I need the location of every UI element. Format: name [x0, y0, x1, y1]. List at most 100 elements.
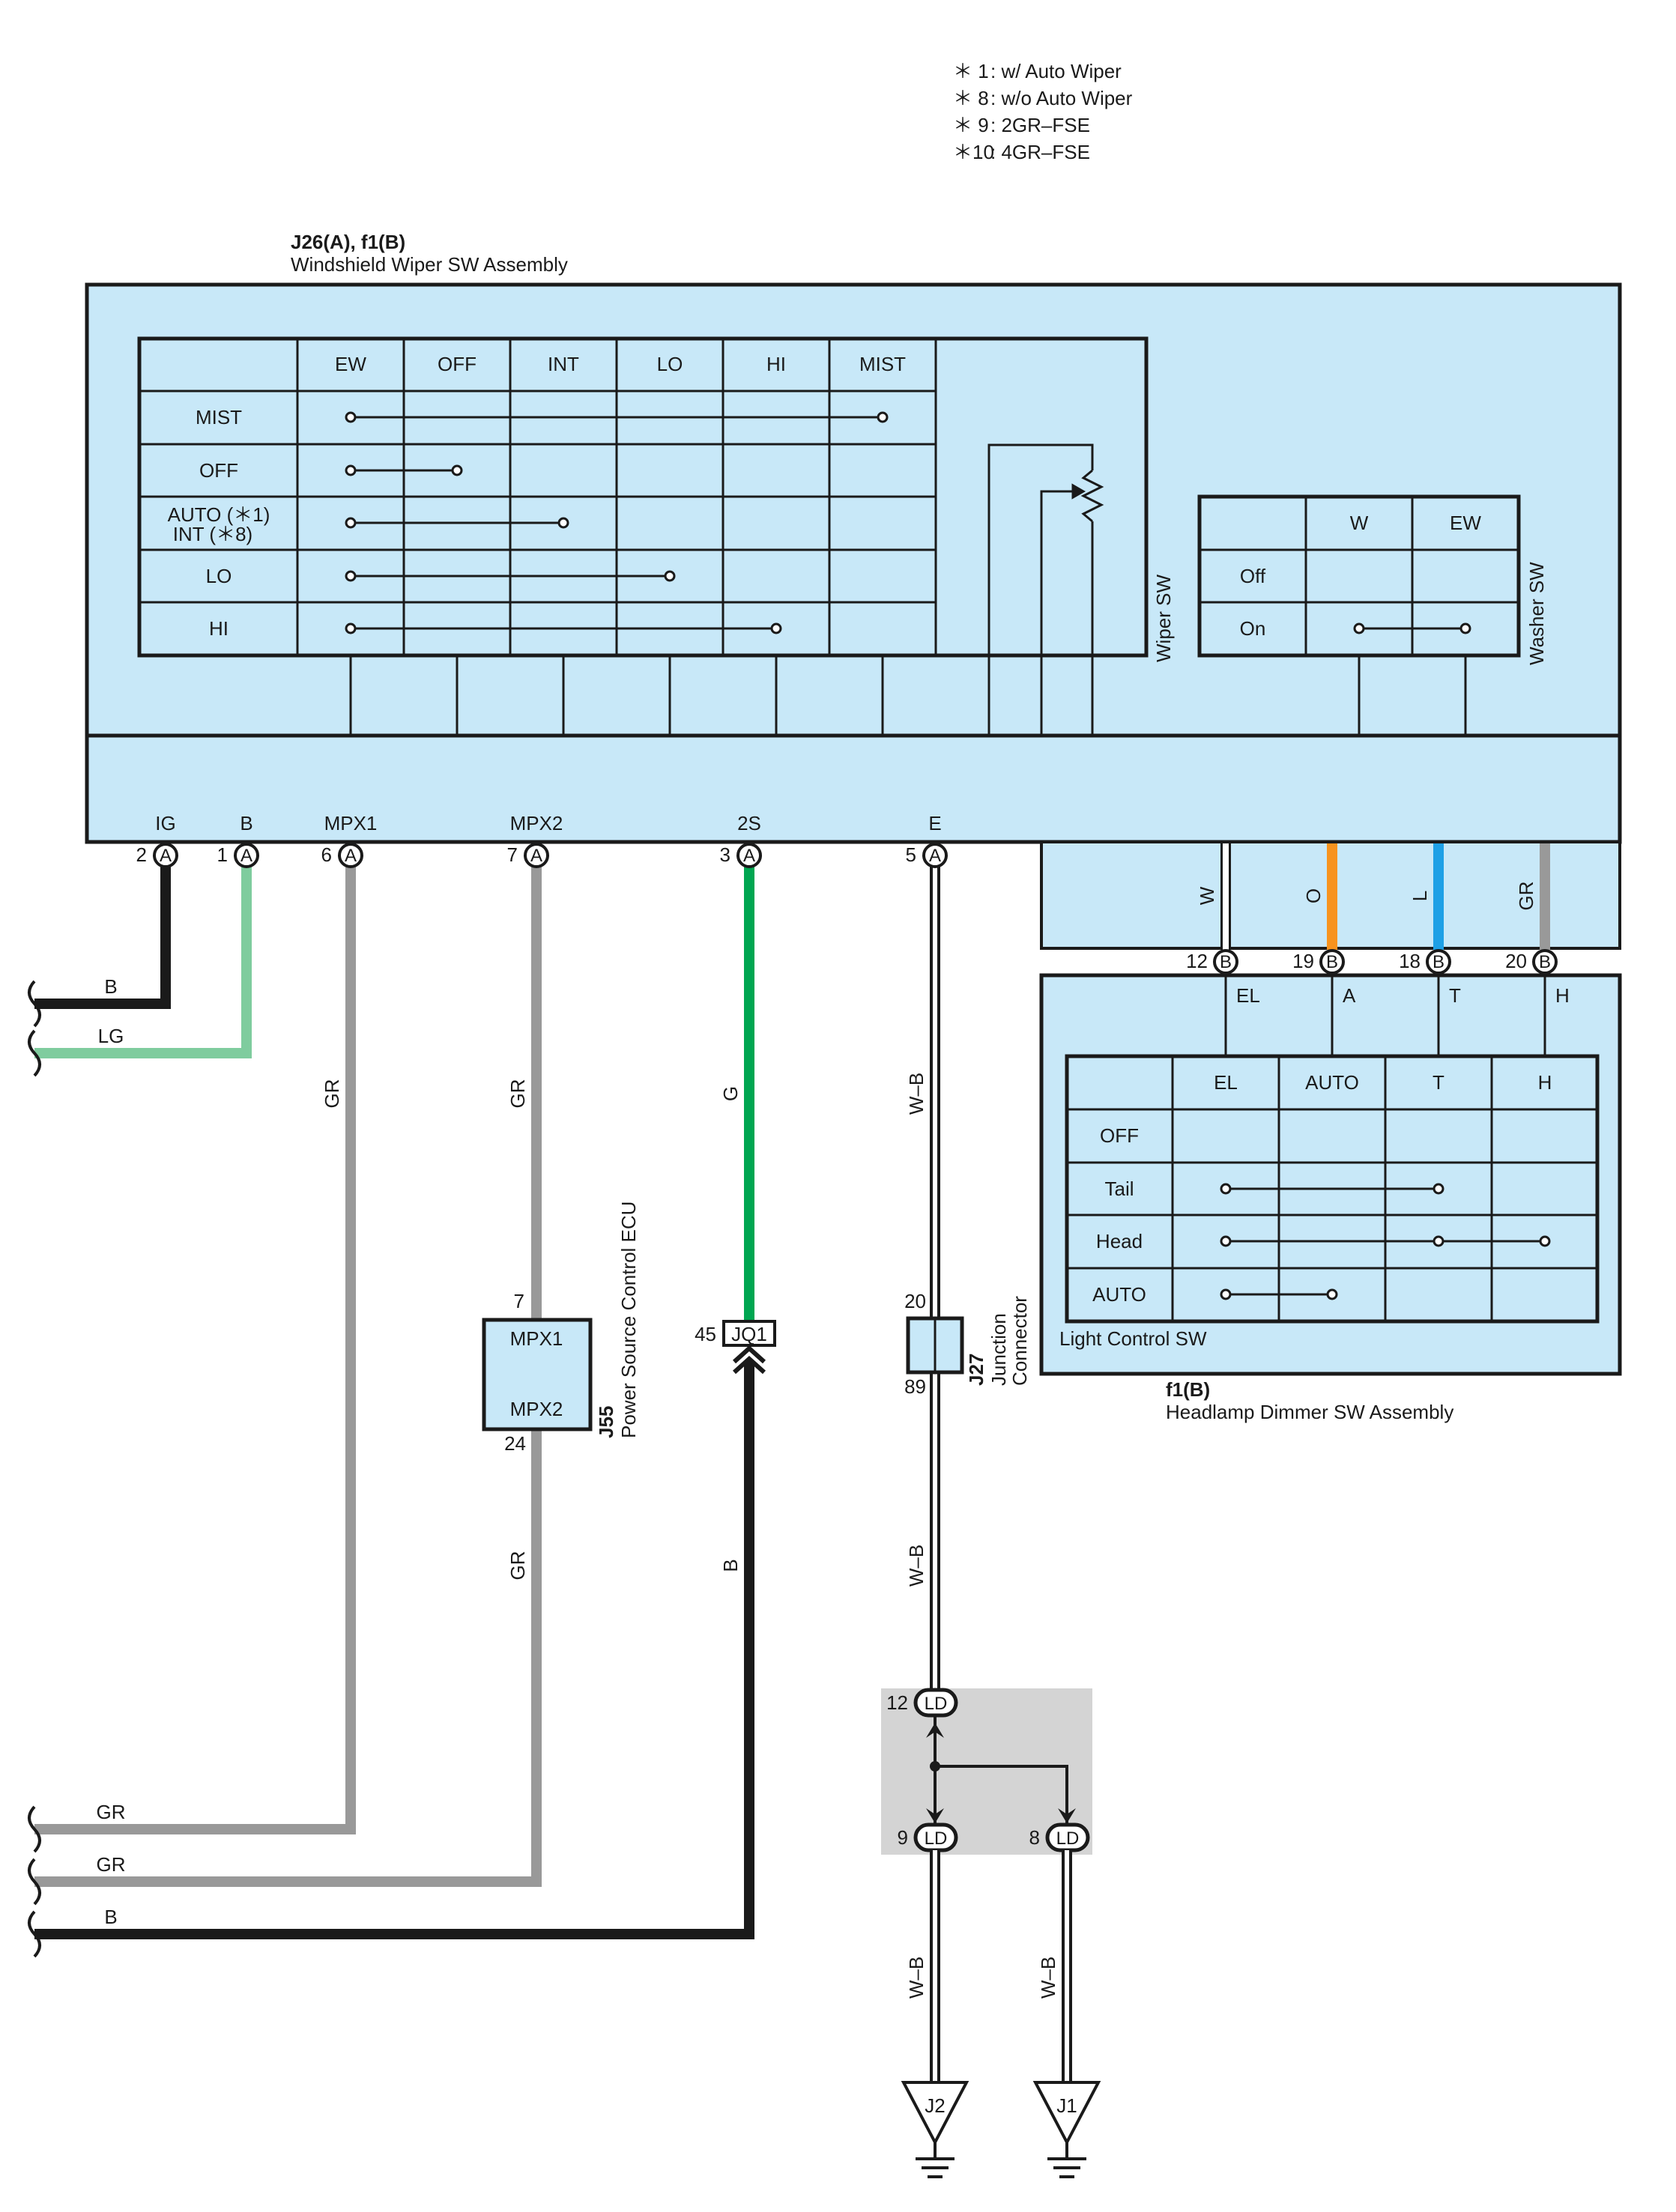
- note-10-text: : 4GR–FSE: [990, 141, 1090, 163]
- ground-j1-label: J1: [1056, 2094, 1077, 2117]
- pin-b12: B 12: [1186, 949, 1238, 975]
- wiper-assembly-name: Windshield Wiper SW Assembly: [291, 253, 568, 276]
- wire-ld9-color: W–B: [905, 1957, 928, 1999]
- terminal-2s: 2S: [737, 812, 761, 834]
- pin-2s: A 3: [720, 843, 762, 868]
- wiper-col-hi: HI: [766, 353, 786, 375]
- svg-text:B: B: [1220, 952, 1232, 972]
- wires-to-ground: [930, 1850, 1072, 2082]
- dimmer-term-el: EL: [1236, 984, 1260, 1007]
- light-row-auto: AUTO: [1092, 1283, 1146, 1306]
- svg-text:A: A: [530, 846, 542, 866]
- light-row-head: Head: [1096, 1230, 1143, 1252]
- wiper-row-hi: HI: [209, 617, 229, 640]
- ld-pin-12: LD 12: [886, 1688, 958, 1718]
- note-8-text: : w/o Auto Wiper: [990, 87, 1133, 109]
- svg-text:A: A: [160, 846, 172, 866]
- note-9-sym: ＊ 9: [953, 114, 989, 136]
- dimmer-term-t: T: [1449, 984, 1461, 1007]
- svg-text:B: B: [1433, 952, 1444, 972]
- dimmer-term-a: A: [1343, 984, 1356, 1007]
- washer-row-off: Off: [1240, 565, 1266, 587]
- ground-j2-label: J2: [925, 2094, 945, 2117]
- jq1-label: JQ1: [731, 1323, 767, 1345]
- svg-text:6: 6: [321, 843, 332, 866]
- terminal-e: E: [928, 812, 941, 834]
- wiper-row-lo: LO: [206, 565, 232, 587]
- wiper-col-off: OFF: [438, 353, 477, 375]
- wire-mpx2-lower: [34, 1429, 542, 1887]
- pin-mpx2: A 7: [507, 843, 549, 868]
- svg-text:12: 12: [886, 1691, 908, 1714]
- ecu-port-mpx1: MPX1: [510, 1327, 563, 1350]
- dimmer-assembly-name: Headlamp Dimmer SW Assembly: [1166, 1401, 1453, 1423]
- svg-text:A: A: [240, 846, 252, 866]
- svg-text:19: 19: [1292, 950, 1314, 972]
- svg-text:A: A: [929, 846, 941, 866]
- junction-pin-bottom: 89: [904, 1375, 926, 1398]
- light-col-h: H: [1538, 1071, 1552, 1094]
- wire-b: [34, 866, 252, 1058]
- pin-b: A 1: [217, 843, 259, 868]
- svg-text:20: 20: [1505, 950, 1527, 972]
- ecu-port-mpx2: MPX2: [510, 1398, 563, 1420]
- dimmer-wires: [1220, 843, 1550, 950]
- wire-e-color: W–B: [905, 1073, 928, 1115]
- wire-left-b: B: [104, 1906, 117, 1928]
- wire-2s-color: G: [719, 1086, 742, 1101]
- wiper-col-int: INT: [548, 353, 579, 375]
- washer-col-w: W: [1350, 512, 1369, 534]
- ecu-pin-top: 7: [514, 1290, 524, 1312]
- svg-text:A: A: [743, 846, 755, 866]
- connector-b-pins: B 12 B 19 B 18 B 20: [1186, 949, 1558, 975]
- wiper-sw-label: Wiper SW: [1152, 575, 1175, 662]
- svg-text:18: 18: [1399, 950, 1421, 972]
- svg-text:9: 9: [898, 1826, 908, 1849]
- svg-text:2: 2: [136, 843, 147, 866]
- svg-text:8: 8: [1029, 1826, 1040, 1849]
- light-row-tail: Tail: [1104, 1178, 1134, 1200]
- svg-text:1: 1: [217, 843, 228, 866]
- washer-sw-label: Washer SW: [1525, 562, 1548, 665]
- dimmer-wire-o: O: [1302, 888, 1325, 903]
- note-10-sym: ＊10: [953, 141, 994, 163]
- dimmer-terminal-lines: [1224, 975, 1546, 1056]
- light-col-t: T: [1433, 1071, 1444, 1094]
- wire-ld8-color: W–B: [1037, 1957, 1059, 1999]
- pin-ig: A 2: [136, 843, 178, 868]
- ld-pin-9: LD 9: [898, 1822, 958, 1852]
- wiper-row-mist: MIST: [196, 406, 242, 428]
- terminal-mpx2: MPX2: [510, 812, 563, 834]
- svg-text:3: 3: [720, 843, 730, 866]
- svg-text:LD: LD: [1056, 1828, 1080, 1849]
- wire-b-color: LG: [98, 1025, 124, 1047]
- terminal-ig: IG: [155, 812, 175, 834]
- wiper-sw-table: EW OFF INT LO HI MIST MIST OFF AUTO (＊1)…: [137, 336, 1175, 736]
- light-col-el: EL: [1214, 1071, 1238, 1094]
- light-row-off: OFF: [1100, 1124, 1139, 1147]
- connector-a-pins: A 2 A 1 A 6 A 7 A 3 A 5: [136, 843, 948, 868]
- ecu-code: J55: [595, 1406, 617, 1438]
- washer-sw-table: W EW Off On Washer SW: [1197, 494, 1548, 736]
- svg-text:A: A: [345, 846, 357, 866]
- wire-ig-color: B: [104, 975, 117, 998]
- svg-text:B: B: [1539, 952, 1551, 972]
- wiper-row-off: OFF: [199, 459, 238, 482]
- wire-2s-lower-color: B: [719, 1559, 742, 1572]
- wire-2s-lower: [34, 1362, 754, 1939]
- note-1-sym: ＊ 1: [953, 60, 989, 82]
- dimmer-term-h: H: [1555, 984, 1570, 1007]
- wiper-terminals: IG B MPX1 MPX2 2S E: [155, 812, 941, 834]
- jq1-pin: 45: [695, 1323, 716, 1345]
- pin-mpx1: A 6: [321, 843, 363, 868]
- ground-j2-icon: [901, 2081, 969, 2178]
- svg-text:12: 12: [1186, 950, 1208, 972]
- note-1-text: : w/ Auto Wiper: [990, 60, 1122, 82]
- wiper-col-lo: LO: [657, 353, 683, 375]
- dimmer-wire-gr: GR: [1515, 882, 1537, 911]
- junction-connector: 20 89 J27 Junction Connector: [904, 1290, 1031, 1398]
- terminal-mpx1: MPX1: [324, 812, 378, 834]
- svg-text:LD: LD: [925, 1694, 948, 1714]
- ld-splice-lines: [926, 1714, 1076, 1828]
